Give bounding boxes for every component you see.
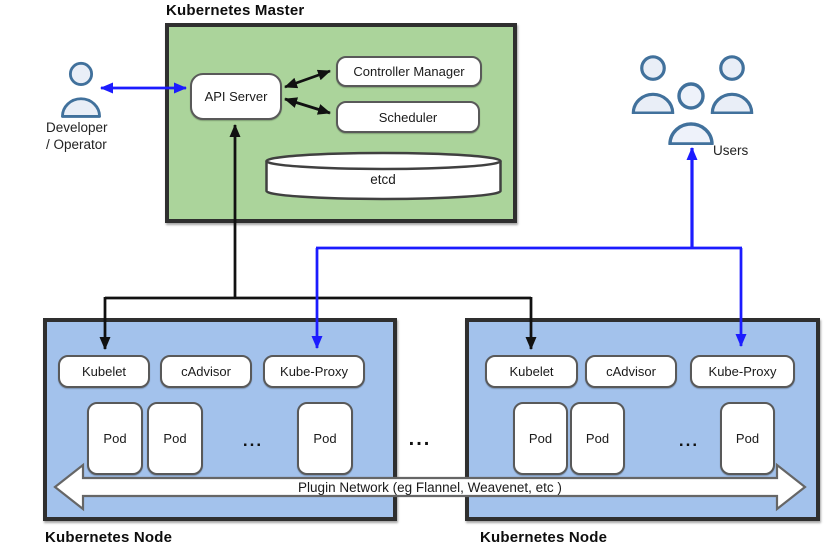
kubernetes-node-left: Kubelet cAdvisor Kube-Proxy Pod Pod ... … <box>43 318 397 521</box>
pods-ellipsis-right: ... <box>678 431 700 450</box>
master-title: Kubernetes Master <box>166 2 305 19</box>
pod-box: Pod <box>720 402 775 475</box>
pod-box: Pod <box>513 402 568 475</box>
etcd-cylinder: etcd <box>265 151 502 201</box>
developer-person-icon <box>61 61 101 118</box>
kubelet-box-right: Kubelet <box>485 355 578 388</box>
etcd-cylinder-top <box>265 151 502 171</box>
kube-proxy-box-right: Kube-Proxy <box>690 355 795 388</box>
user-person-icon-back-right <box>710 55 754 114</box>
developer-label-line2: / Operator <box>46 137 107 152</box>
api-server-box: API Server <box>190 73 282 120</box>
controller-manager-box: Controller Manager <box>336 56 482 87</box>
scheduler-box: Scheduler <box>336 101 480 133</box>
pods-ellipsis-left: ... <box>242 431 264 450</box>
developer-label: Developer / Operator <box>46 119 108 153</box>
nodes-separator-ellipsis: ... <box>408 427 432 450</box>
node-label-left: Kubernetes Node <box>45 529 173 546</box>
user-person-icon-front <box>668 82 714 145</box>
developer-label-line1: Developer <box>46 120 108 135</box>
pod-box: Pod <box>147 402 203 475</box>
node-label-right: Kubernetes Node <box>480 529 608 546</box>
etcd-cylinder-body <box>265 161 502 201</box>
cadvisor-box-right: cAdvisor <box>585 355 677 388</box>
users-label: Users <box>713 143 749 158</box>
cadvisor-box-left: cAdvisor <box>160 355 252 388</box>
kubernetes-node-right: Kubelet cAdvisor Kube-Proxy Pod Pod ... … <box>465 318 820 521</box>
pod-box: Pod <box>87 402 143 475</box>
etcd-label: etcd <box>370 172 396 187</box>
kube-proxy-box-left: Kube-Proxy <box>263 355 365 388</box>
pod-box: Pod <box>570 402 625 475</box>
kubernetes-master-box: API Server Controller Manager Scheduler … <box>165 23 517 223</box>
kubelet-box-left: Kubelet <box>58 355 150 388</box>
user-person-icon-back-left <box>631 55 675 114</box>
pod-box: Pod <box>297 402 353 475</box>
